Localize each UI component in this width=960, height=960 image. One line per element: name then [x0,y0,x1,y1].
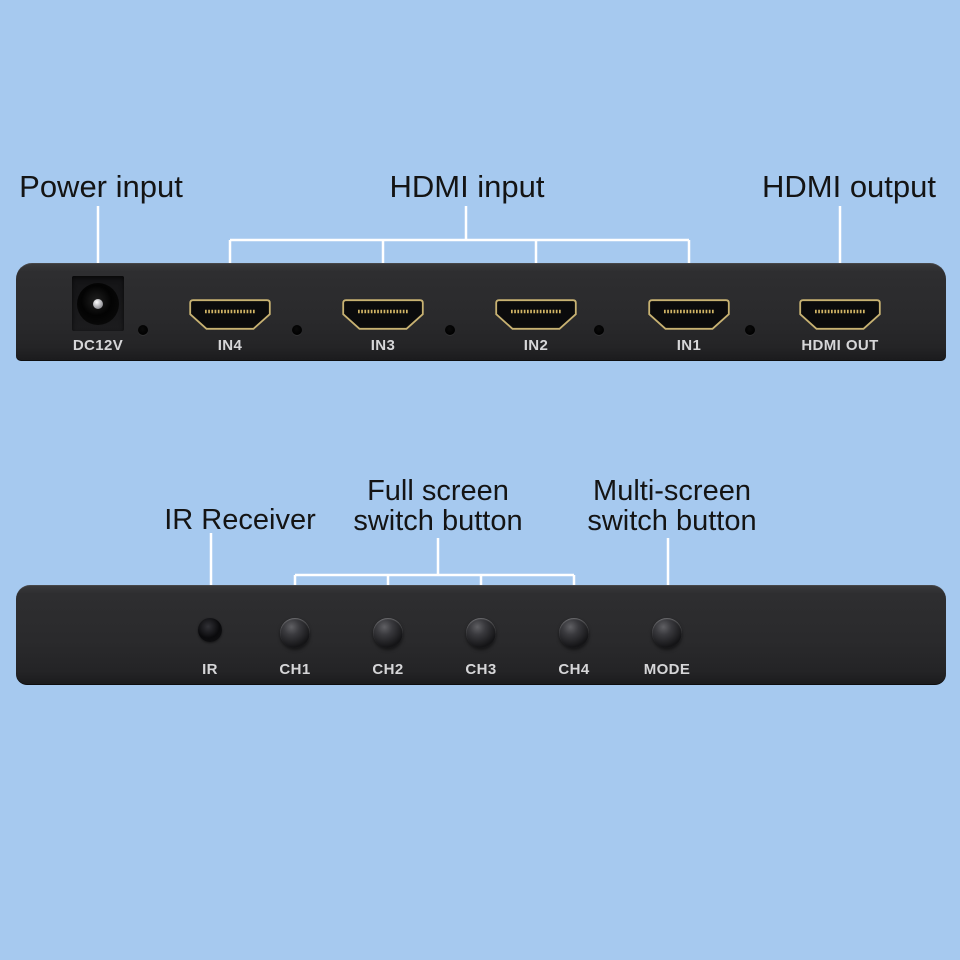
ir-receiver-lens [198,618,222,642]
full-screen-switch-label-line1: Full screen [367,475,509,507]
hdmi-port-in4 [189,299,271,330]
screw-hole [594,325,604,335]
dc-power-jack [72,276,124,331]
ir-receiver-label: IR Receiver [164,504,316,536]
dc-jack-pin [93,299,103,309]
hdmi-port-in2 [495,299,577,330]
full-screen-switch-label-line2: switch button [353,505,523,537]
mode-button-label: MODE [643,661,691,678]
ch1-button-label: CH1 [279,661,311,678]
multi-screen-switch-label-line1: Multi-screen [593,475,751,507]
hdmi-port-in3 [342,299,424,330]
front-panel: IR CH1 CH2 CH3 CH4 MODE [16,585,946,685]
ch1-button [280,618,310,648]
ch2-button [373,618,403,648]
multi-screen-switch-label-line2: switch button [587,505,757,537]
ir-label: IR [202,661,218,678]
port-label-in3: IN3 [370,337,396,354]
port-label-hdmi-out: HDMI OUT [801,337,879,354]
dc-jack-label: DC12V [72,337,124,354]
port-label-in1: IN1 [676,337,702,354]
hdmi-port-out [799,299,881,330]
ch4-button [559,618,589,648]
hdmi-port-in1 [648,299,730,330]
screw-hole [138,325,148,335]
hdmi-input-label: HDMI input [389,169,545,204]
screw-hole [292,325,302,335]
ch2-button-label: CH2 [372,661,404,678]
ch4-button-label: CH4 [558,661,590,678]
mode-button [652,618,682,648]
port-label-in2: IN2 [523,337,549,354]
power-input-label: Power input [19,169,183,204]
hdmi-output-label: HDMI output [761,169,937,204]
ch3-button-label: CH3 [465,661,497,678]
dc-jack-barrel [77,283,119,325]
screw-hole [745,325,755,335]
screw-hole [445,325,455,335]
port-label-in4: IN4 [217,337,243,354]
ch3-button [466,618,496,648]
back-panel: DC12V IN4 IN3 IN2 IN1 [16,263,946,361]
